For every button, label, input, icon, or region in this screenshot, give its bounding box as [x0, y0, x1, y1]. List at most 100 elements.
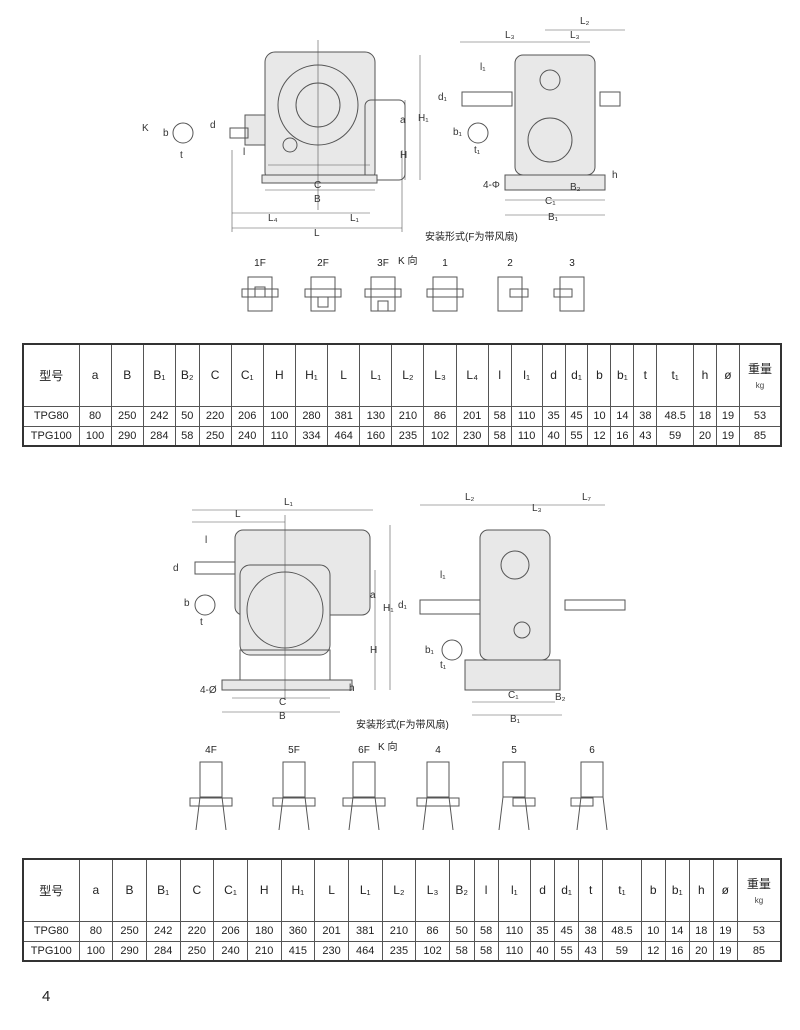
header-label: b₁ [617, 368, 628, 383]
value-cell: 18 [688, 920, 714, 942]
header-label: L [328, 883, 335, 898]
dim-label-L: L [235, 509, 241, 520]
header-label: t₁ [618, 883, 626, 898]
value-cell: 19 [712, 940, 738, 962]
dim-label-a: a [400, 115, 406, 126]
dim-label-H: H [370, 645, 378, 656]
column-header: h [693, 343, 717, 407]
dim-label-L3: L₃ [505, 30, 515, 41]
dim-label-l: l [243, 147, 246, 158]
column-header: l₁ [497, 858, 532, 922]
value-cell: 415 [280, 940, 316, 962]
mount-label: 4F [205, 745, 217, 756]
dim-label-L2: L₂ [580, 16, 590, 27]
mount-label: 3F [377, 258, 389, 269]
header-label: b₁ [671, 883, 683, 898]
dim-label-B2: B₂ [570, 182, 581, 193]
header-label: b [649, 883, 657, 898]
dim-label-C1: C₁ [508, 690, 519, 701]
header-label: d [550, 368, 557, 383]
header-label: t₁ [671, 368, 679, 383]
value-cell: 100 [262, 405, 296, 427]
value-cell: 464 [347, 940, 383, 962]
column-header: t [633, 343, 658, 407]
value-cell: 58 [487, 405, 512, 427]
value-cell: 210 [391, 405, 425, 427]
mount-sketch [342, 761, 386, 831]
header-label: L₁ [359, 883, 371, 898]
column-header: L₄ [455, 343, 489, 407]
dim-label-L2: L₂ [465, 492, 475, 503]
column-header: d₁ [564, 343, 589, 407]
dim-label-t: t [200, 617, 203, 628]
value-cell: 14 [664, 920, 690, 942]
header-label: B₁ [153, 368, 166, 383]
value-cell: 250 [198, 425, 232, 447]
value-cell: 235 [381, 940, 417, 962]
mount-type-5F: 5F [268, 745, 320, 833]
value-cell: 464 [327, 425, 361, 447]
value-cell: 86 [415, 920, 450, 942]
column-header: C [179, 858, 215, 922]
value-cell: 280 [294, 405, 329, 427]
column-header: H₁ [280, 858, 316, 922]
gearbox-front-drawing [172, 29, 625, 232]
dim-label-C: C [279, 697, 287, 708]
column-header: d [541, 343, 566, 407]
column-header: B [112, 858, 147, 922]
value-cell: 206 [213, 920, 248, 942]
column-header: t [578, 858, 604, 922]
value-cell: 100 [78, 425, 112, 447]
value-cell: 334 [294, 425, 329, 447]
value-cell: 55 [564, 425, 589, 447]
value-cell: 50 [448, 920, 475, 942]
dim-label-C1: C₁ [545, 196, 556, 207]
mount-label: 1F [254, 258, 266, 269]
mount-sketch [498, 761, 536, 831]
mount-type-6F: 6F [338, 745, 390, 833]
value-cell: 290 [110, 425, 144, 447]
weight-unit: kg [754, 896, 764, 906]
header-label: a [92, 883, 100, 898]
dim-label-t1: t₁ [474, 145, 481, 156]
value-cell: 240 [213, 940, 248, 962]
mount-type-3: 3 [547, 258, 597, 321]
mount-label: 4 [435, 745, 441, 756]
dim-label-t: t [180, 150, 183, 161]
dim-label-L1: L₁ [284, 497, 293, 508]
column-header: a [78, 858, 114, 922]
dim-label-B: B [314, 194, 321, 205]
mount-type-1F: 1F [235, 258, 285, 321]
header-label: C [210, 368, 220, 383]
column-header: 型号 [22, 343, 80, 407]
value-cell: 48.5 [656, 405, 695, 427]
dim-label-b1: b₁ [425, 645, 434, 656]
value-cell: 210 [246, 940, 282, 962]
header-label: C₁ [224, 883, 237, 898]
dim-label-K: K [142, 123, 149, 134]
value-cell: 206 [230, 405, 264, 427]
value-cell: 240 [230, 425, 264, 447]
value-cell: 35 [530, 920, 556, 942]
dim-label-b: b [184, 598, 190, 609]
header-label: d₁ [571, 368, 582, 383]
column-header: l [487, 343, 512, 407]
value-cell: 10 [587, 405, 612, 427]
header-label: H [275, 368, 284, 383]
value-cell: 45 [554, 920, 580, 942]
dim-label-H: H [400, 150, 408, 161]
value-cell: 58 [487, 425, 512, 447]
dim-label-h: h [349, 683, 355, 694]
value-cell: 360 [280, 920, 316, 942]
column-header: B₂ [174, 343, 200, 407]
value-cell: 16 [664, 940, 690, 962]
column-header: B₁ [145, 858, 181, 922]
dim-label-B: B [279, 711, 286, 722]
column-header: B₂ [448, 858, 475, 922]
header-label: L₄ [466, 368, 478, 383]
weight-unit: kg [755, 381, 765, 391]
header-label: L [340, 368, 347, 383]
